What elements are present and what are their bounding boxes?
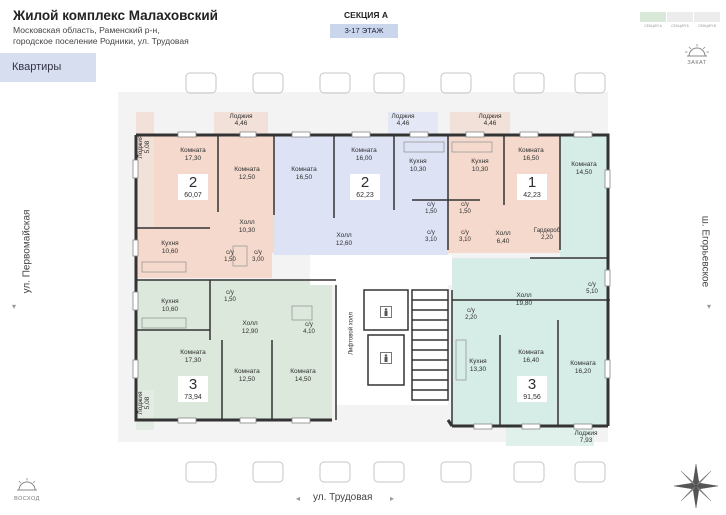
minimap-label-b: СЕКЦИЯ Б	[671, 24, 689, 28]
apartment-badge-3[interactable]: 1 42,23	[517, 174, 547, 200]
parking-top	[185, 72, 606, 94]
apartment-3-a-fill	[136, 280, 332, 420]
section-label: СЕКЦИЯ А	[344, 10, 388, 20]
minimap-label-a: СЕКЦИЯ А	[644, 24, 662, 28]
minimap-section-c[interactable]	[694, 12, 720, 22]
sunrise-label: ВОСХОД	[14, 496, 40, 502]
address-line-1: Московская область, Раменский р-н,	[13, 25, 160, 35]
minimap-label-c: СЕКЦИЯ В	[698, 24, 716, 28]
elevator-icon-2	[380, 352, 392, 364]
apartment-badge-5[interactable]: 3 91,56	[517, 376, 547, 402]
page-title: Жилой комплекс Малаховский	[13, 8, 218, 23]
street-arrow-down-right-icon: ▾	[707, 302, 712, 311]
street-bottom: ул. Трудовая	[313, 492, 373, 503]
minimap-section-a[interactable]	[640, 12, 666, 22]
windows	[132, 131, 611, 430]
apartment-3-b-upper-fill	[560, 135, 608, 257]
minimap-section-b[interactable]	[667, 12, 693, 22]
apartment-badge-4[interactable]: 3 73,94	[178, 376, 208, 402]
address-line-2: городское поселение Родники, ул. Трудова…	[13, 36, 189, 46]
elevator-icon	[380, 306, 392, 318]
street-arrow-down-icon: ▾	[12, 302, 17, 311]
sunset-label: ЗАКАТ	[687, 60, 707, 66]
apartment-badge-2[interactable]: 2 62,23	[350, 174, 380, 200]
street-arrow-right-icon: ▸	[390, 494, 395, 503]
street-arrow-left-icon: ◂	[296, 494, 301, 503]
sunrise-icon	[17, 478, 37, 491]
walls-inner	[136, 135, 610, 426]
floor-label[interactable]: 3-17 ЭТАЖ	[330, 24, 398, 38]
apartments-button[interactable]: Квартиры	[0, 53, 96, 82]
fixtures	[141, 141, 493, 381]
parking-bottom	[185, 461, 606, 483]
compass-rose-icon	[673, 463, 719, 509]
sunset-icon	[685, 44, 709, 57]
apartment-badge-1[interactable]: 2 60,07	[178, 174, 208, 200]
elevator-hall-label: Лифтовой холл	[348, 312, 355, 355]
stair-core	[363, 289, 449, 401]
